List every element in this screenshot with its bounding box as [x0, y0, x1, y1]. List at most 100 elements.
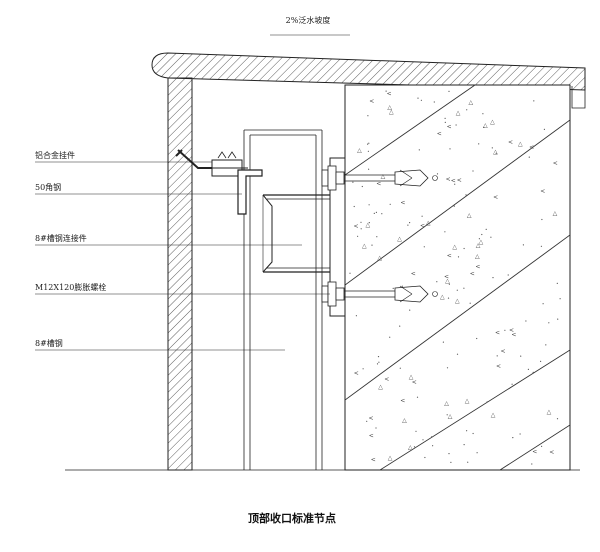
aggregate-dot: [353, 205, 355, 208]
aggregate-dot: [491, 147, 493, 149]
channel-connector: [262, 194, 341, 273]
aggregate-dot: [527, 368, 530, 370]
drawing-title: 顶部收口标准节点: [248, 511, 336, 525]
aggregate-mark: <: [411, 271, 416, 278]
expansion-bolt-upper: [321, 165, 438, 191]
aggregate-dot: [557, 318, 559, 320]
aggregate-dot: [504, 329, 506, 331]
aggregate-mark: <: [496, 363, 501, 370]
aggregate-dot: [478, 238, 480, 240]
aggregate-mark: <: [509, 327, 514, 334]
aggregate-mark: △: [467, 212, 472, 219]
aggregate-dot: [476, 452, 478, 454]
aggregate-dot: [463, 444, 465, 446]
aggregate-dot: [422, 439, 424, 441]
aggregate-dot: [357, 235, 359, 237]
aggregate-dot: [376, 363, 379, 365]
aluminum-hanger-assembly: [175, 149, 263, 215]
aggregate-mark: <: [437, 130, 442, 137]
aggregate-dot: [444, 121, 446, 123]
aggregate-dot: [392, 287, 394, 289]
aggregate-dot: [478, 143, 480, 145]
aggregate-mark: <: [369, 433, 374, 440]
aggregate-mark: <: [369, 415, 374, 422]
aggregate-mark: △: [448, 413, 453, 420]
aggregate-mark: <: [444, 273, 449, 280]
aggregate-mark: △: [357, 147, 362, 154]
aggregate-mark: △: [493, 149, 498, 156]
aggregate-mark: <: [493, 194, 498, 201]
aggregate-dot: [420, 99, 422, 101]
aggregate-dot: [542, 303, 544, 305]
aggregate-mark: △: [440, 294, 445, 301]
aggregate-dot: [507, 274, 509, 276]
aggregate-dot: [352, 181, 354, 183]
coping-cap: [151, 52, 586, 91]
aggregate-dot: [455, 124, 457, 126]
vertical-channel-steel: [243, 129, 323, 470]
aggregate-dot: [446, 367, 449, 369]
aggregate-dot: [528, 156, 530, 158]
aggregate-dot: [495, 152, 497, 154]
aggregate-dot: [465, 194, 467, 196]
aggregate-dot: [432, 445, 434, 447]
aggregate-dot: [540, 360, 542, 362]
aggregate-mark: <: [511, 332, 516, 339]
aggregate-dot: [456, 353, 459, 355]
aggregate-dot: [525, 320, 527, 322]
aggregate-dot: [456, 289, 458, 291]
aggregate-dot: [366, 420, 368, 422]
aggregate-dot: [559, 298, 561, 300]
aggregate-dot: [532, 371, 534, 373]
aggregate-dot: [454, 183, 456, 185]
aggregate-dot: [368, 168, 370, 170]
aggregate-dot: [540, 245, 543, 247]
aggregate-dot: [360, 228, 362, 230]
aggregate-mark: <: [369, 98, 374, 105]
aggregate-mark: △: [547, 408, 552, 415]
aggregate-dot: [367, 143, 369, 145]
label-channel-connector: 8#槽钢连接件: [35, 233, 87, 243]
anchor-plate: [329, 157, 346, 317]
aggregate-dot: [533, 100, 535, 102]
coping-drip: [571, 86, 586, 109]
aggregate-dot: [450, 461, 452, 463]
aggregate-dot: [431, 436, 433, 438]
aggregate-dot: [466, 109, 468, 111]
aggregate-dot: [531, 463, 533, 465]
aggregate-mark: △: [465, 397, 470, 404]
expansion-bolt-lower: [321, 281, 438, 307]
aggregate-mark: <: [447, 253, 452, 260]
aggregate-dot: [476, 337, 478, 340]
aggregate-dot: [496, 355, 498, 357]
aggregate-dot: [381, 213, 383, 215]
aggregate-mark: △: [476, 242, 481, 249]
aggregate-dot: [541, 218, 543, 221]
aggregate-mark: <: [501, 348, 506, 355]
aggregate-dot: [401, 285, 403, 287]
aggregate-dot: [472, 432, 474, 435]
stone-cladding-panel: [167, 77, 193, 471]
aggregate-mark: △: [389, 109, 394, 116]
aggregate-dot: [541, 445, 543, 447]
aggregate-mark: <: [549, 449, 554, 456]
aggregate-dot: [446, 414, 448, 416]
aggregate-dot: [367, 115, 369, 117]
aggregate-dot: [368, 142, 370, 144]
aggregate-mark: <: [470, 270, 475, 277]
aggregate-mark: <: [420, 222, 425, 229]
aggregate-dot: [444, 231, 446, 233]
aggregate-mark: <: [400, 397, 405, 404]
aggregate-mark: <: [387, 90, 392, 97]
aggregate-dot: [368, 222, 370, 224]
aggregate-dot: [371, 244, 373, 246]
aggregate-dot: [415, 430, 417, 432]
slope-note: 2%泛水坡度: [286, 15, 331, 25]
aggregate-dot: [449, 148, 451, 150]
aggregate-dot: [378, 361, 380, 363]
aggregate-mark: △: [378, 384, 383, 391]
aggregate-dot: [416, 396, 419, 398]
aggregate-dot: [373, 212, 375, 214]
aggregate-mark: <: [495, 329, 500, 336]
